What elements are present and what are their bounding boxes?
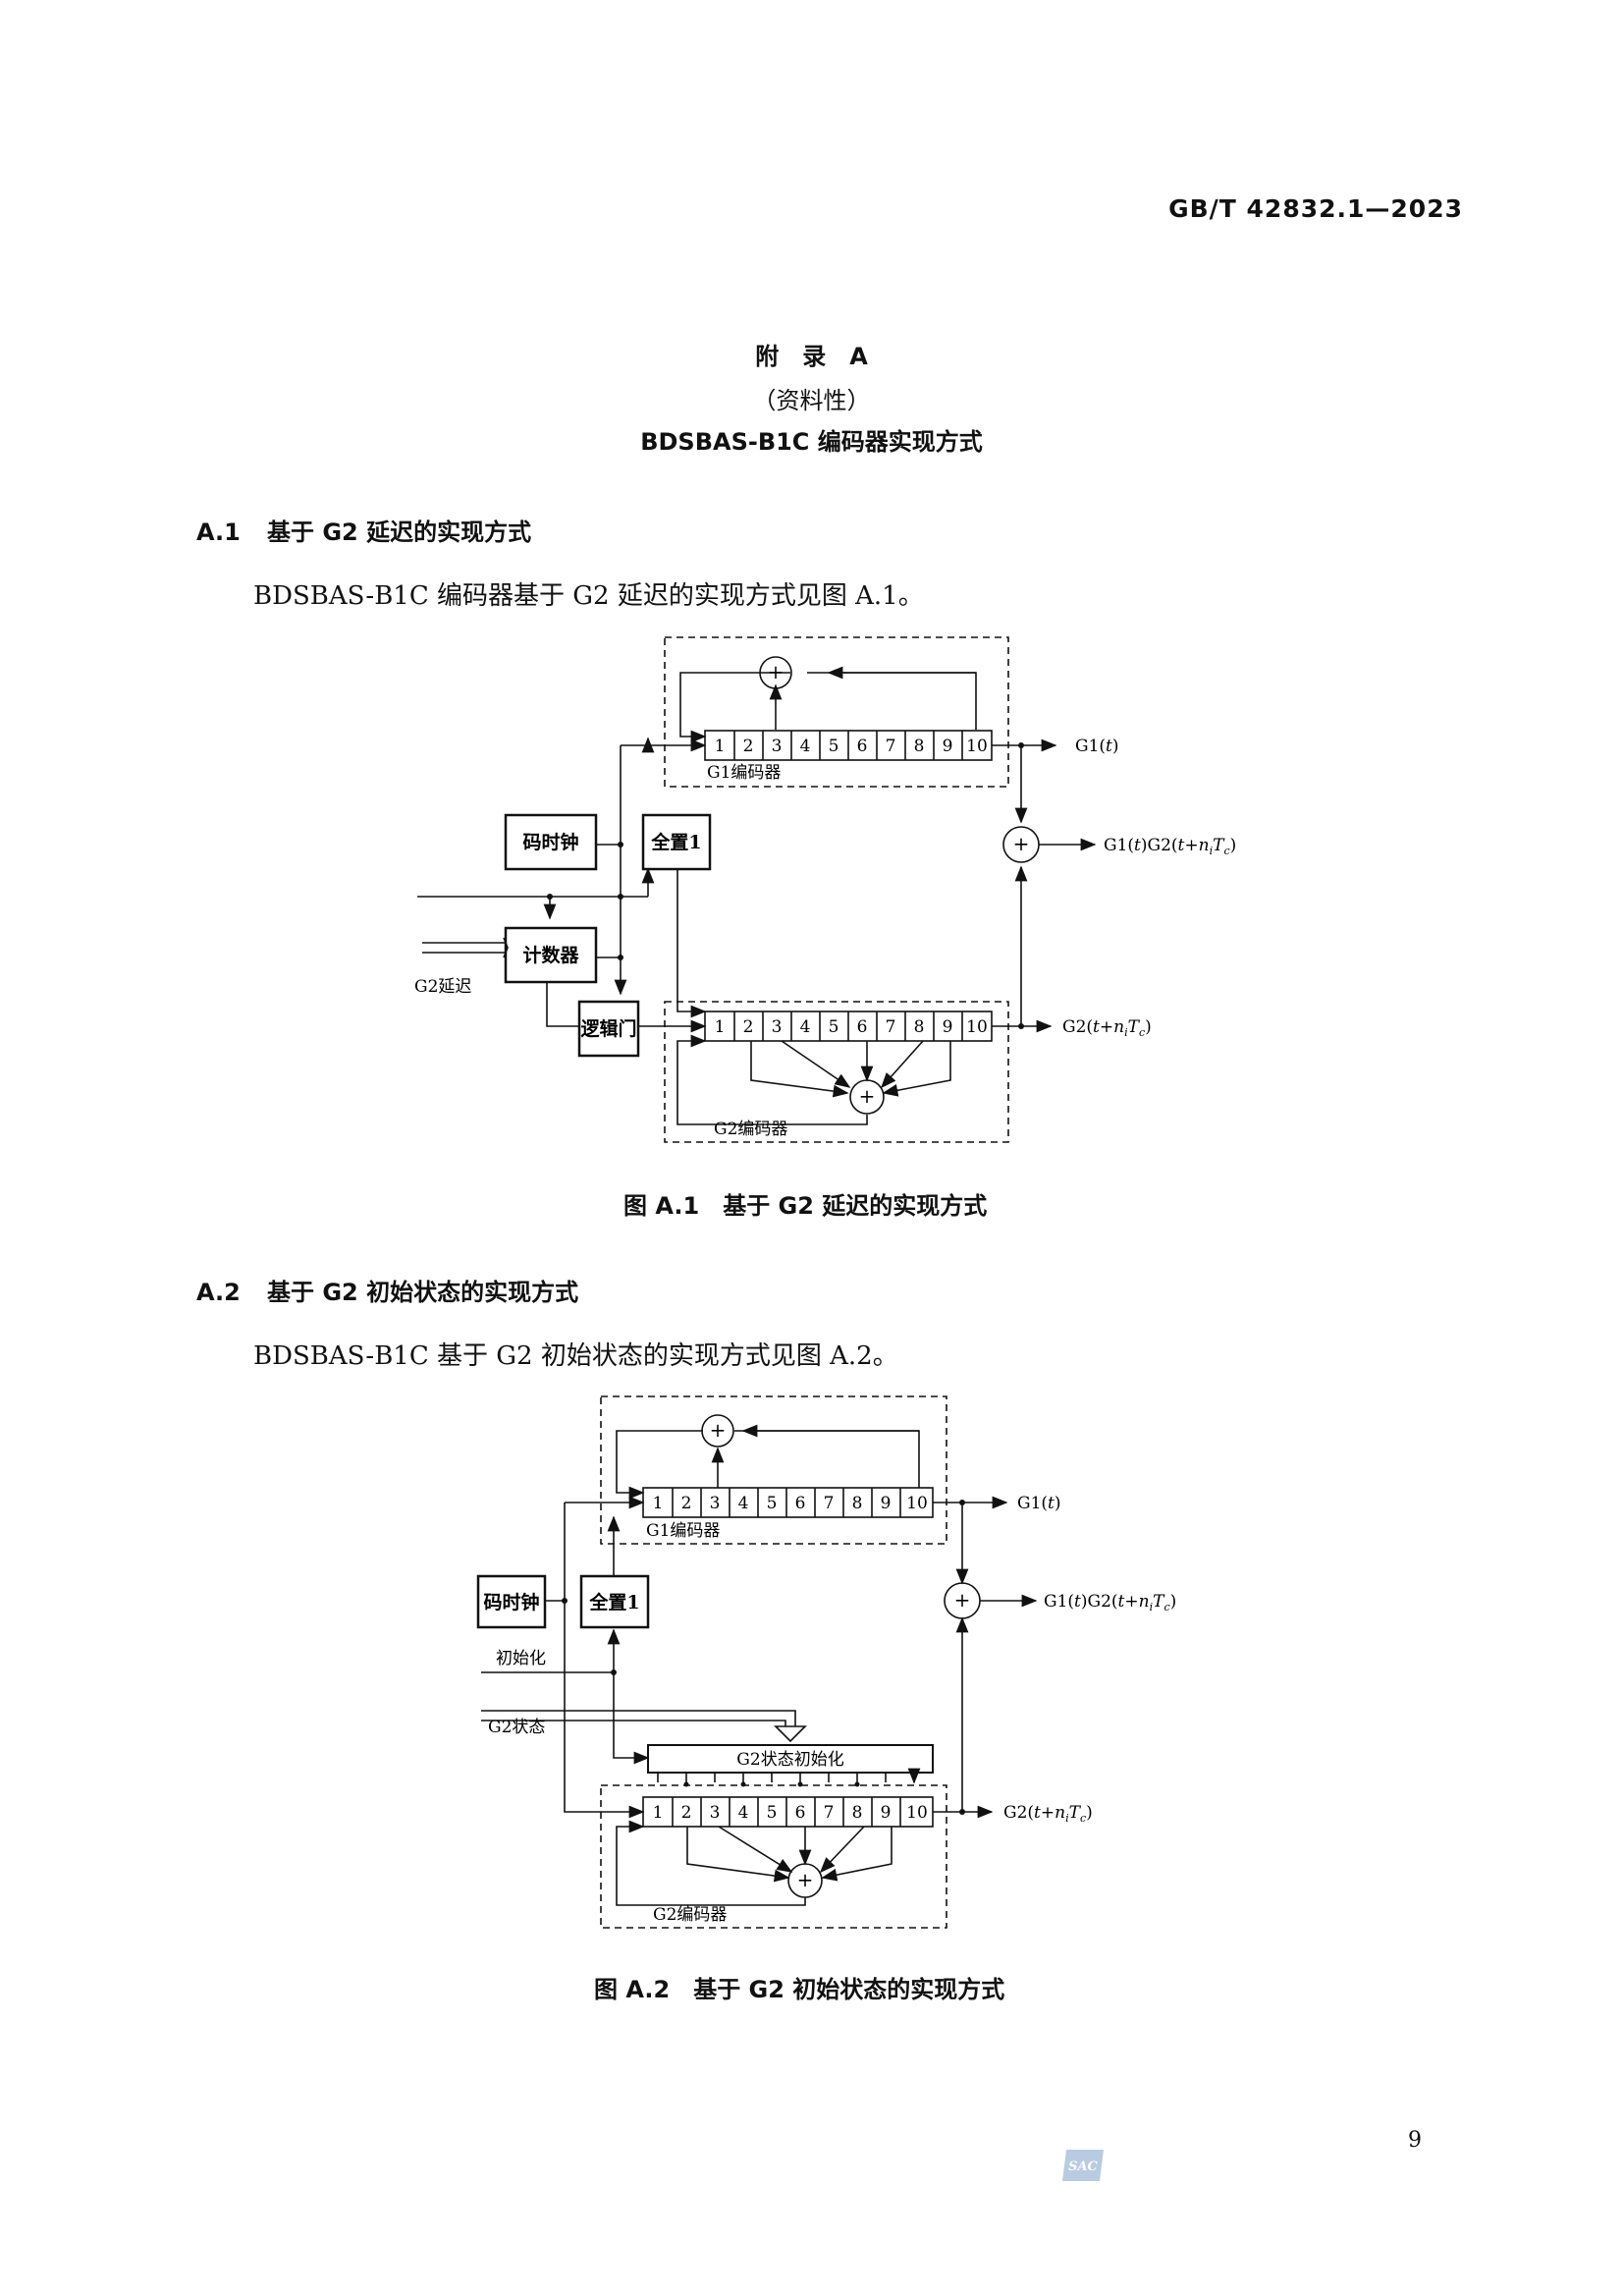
svg-text:5: 5 [829,1017,839,1037]
svg-text:2: 2 [743,1017,754,1037]
svg-text:2: 2 [681,1494,692,1513]
svg-text:7: 7 [824,1803,835,1823]
sac-logo-watermark: SAC [1062,2150,1104,2181]
annex-type: （资料性） [752,387,871,414]
fig2-clock-label: 码时钟 [483,1591,539,1613]
svg-text:2: 2 [743,737,754,756]
svg-text:+: + [797,1868,814,1891]
fig2-out-product: G1(t)G2(t+niTc) [1044,1592,1176,1613]
fig2-g2-state-label: G2状态 [488,1718,545,1737]
figure-a2-caption: 图 A.2 基于 G2 初始状态的实现方式 [594,1976,1005,2003]
page-number: 9 [1408,2128,1422,2153]
svg-text:7: 7 [886,737,896,756]
fig2-g1-cell: 1 [653,1494,664,1513]
svg-text:3: 3 [772,1017,783,1037]
fig1-out-g2: G2(t+niTc) [1062,1017,1152,1039]
fig1-clock-label: 码时钟 [522,831,578,853]
svg-text:3: 3 [710,1803,721,1823]
fig1-set1-label: 全置1 [650,831,701,853]
fig1-g1-label: G1编码器 [707,763,781,783]
fig1-logic-label: 逻辑门 [580,1017,636,1040]
fig2-init-label: 初始化 [496,1649,546,1668]
svg-text:5: 5 [767,1803,778,1823]
fig1-out-product: G1(t)G2(t+niTc) [1104,836,1236,857]
svg-text:9: 9 [943,1017,953,1037]
svg-text:4: 4 [738,1494,749,1513]
svg-text:+: + [954,1588,971,1612]
svg-text:9: 9 [881,1494,892,1513]
fig1-g2-label: G2编码器 [714,1120,787,1139]
svg-text:8: 8 [914,737,925,756]
fig2-set1-label: 全置1 [588,1591,639,1613]
svg-text:5: 5 [767,1494,778,1513]
svg-text:10: 10 [906,1803,928,1823]
fig1-g2-delay-label: G2延迟 [414,977,471,997]
svg-text:8: 8 [914,1017,925,1037]
svg-text:6: 6 [795,1803,806,1823]
fig2-out-g2: G2(t+niTc) [1003,1803,1093,1825]
svg-text:9: 9 [943,737,953,756]
figure-a1-caption: 图 A.1 基于 G2 延迟的实现方式 [623,1192,988,1220]
fig2-g2-label: G2编码器 [653,1905,727,1925]
svg-text:10: 10 [906,1494,928,1513]
standard-number: GB/T 42832.1—2023 [1168,194,1463,223]
svg-text:2: 2 [681,1803,692,1823]
svg-text:9: 9 [881,1803,892,1823]
svg-text:4: 4 [738,1803,749,1823]
section-a2-text: BDSBAS-B1C 基于 G2 初始状态的实现方式见图 A.2。 [253,1341,898,1371]
fig1-g2-cell: 1 [715,1017,726,1037]
svg-text:8: 8 [852,1494,863,1513]
fig2-state-init-label: G2状态初始化 [736,1750,843,1770]
fig1-g1-cell: 1 [715,737,726,756]
svg-text:3: 3 [710,1494,721,1513]
svg-text:+: + [1013,832,1030,855]
fig1-xor-symbol: + [768,660,784,683]
svg-text:4: 4 [800,1017,811,1037]
svg-text:4: 4 [800,737,811,756]
svg-text:3: 3 [772,737,783,756]
fig1-counter-label: 计数器 [522,944,579,966]
annex-title: BDSBAS-B1C 编码器实现方式 [640,428,983,456]
section-a1-text: BDSBAS-B1C 编码器基于 G2 延迟的实现方式见图 A.1。 [253,581,924,611]
svg-text:6: 6 [795,1494,806,1513]
fig2-out-g1: G1(t) [1017,1494,1061,1513]
svg-text:+: + [859,1084,876,1108]
svg-text:6: 6 [857,1017,868,1037]
svg-text:7: 7 [886,1017,896,1037]
svg-text:8: 8 [852,1803,863,1823]
fig2-g2-cell: 1 [653,1803,664,1823]
svg-text:10: 10 [966,1017,988,1037]
svg-text:7: 7 [824,1494,835,1513]
svg-text:10: 10 [966,737,988,756]
svg-text:5: 5 [829,737,839,756]
fig2-g1-label: G1编码器 [646,1521,720,1541]
fig1-out-g1: G1(t) [1075,737,1119,756]
svg-text:SAC: SAC [1068,2159,1098,2174]
svg-text:6: 6 [857,737,868,756]
fig2-xor-symbol: + [710,1418,727,1442]
